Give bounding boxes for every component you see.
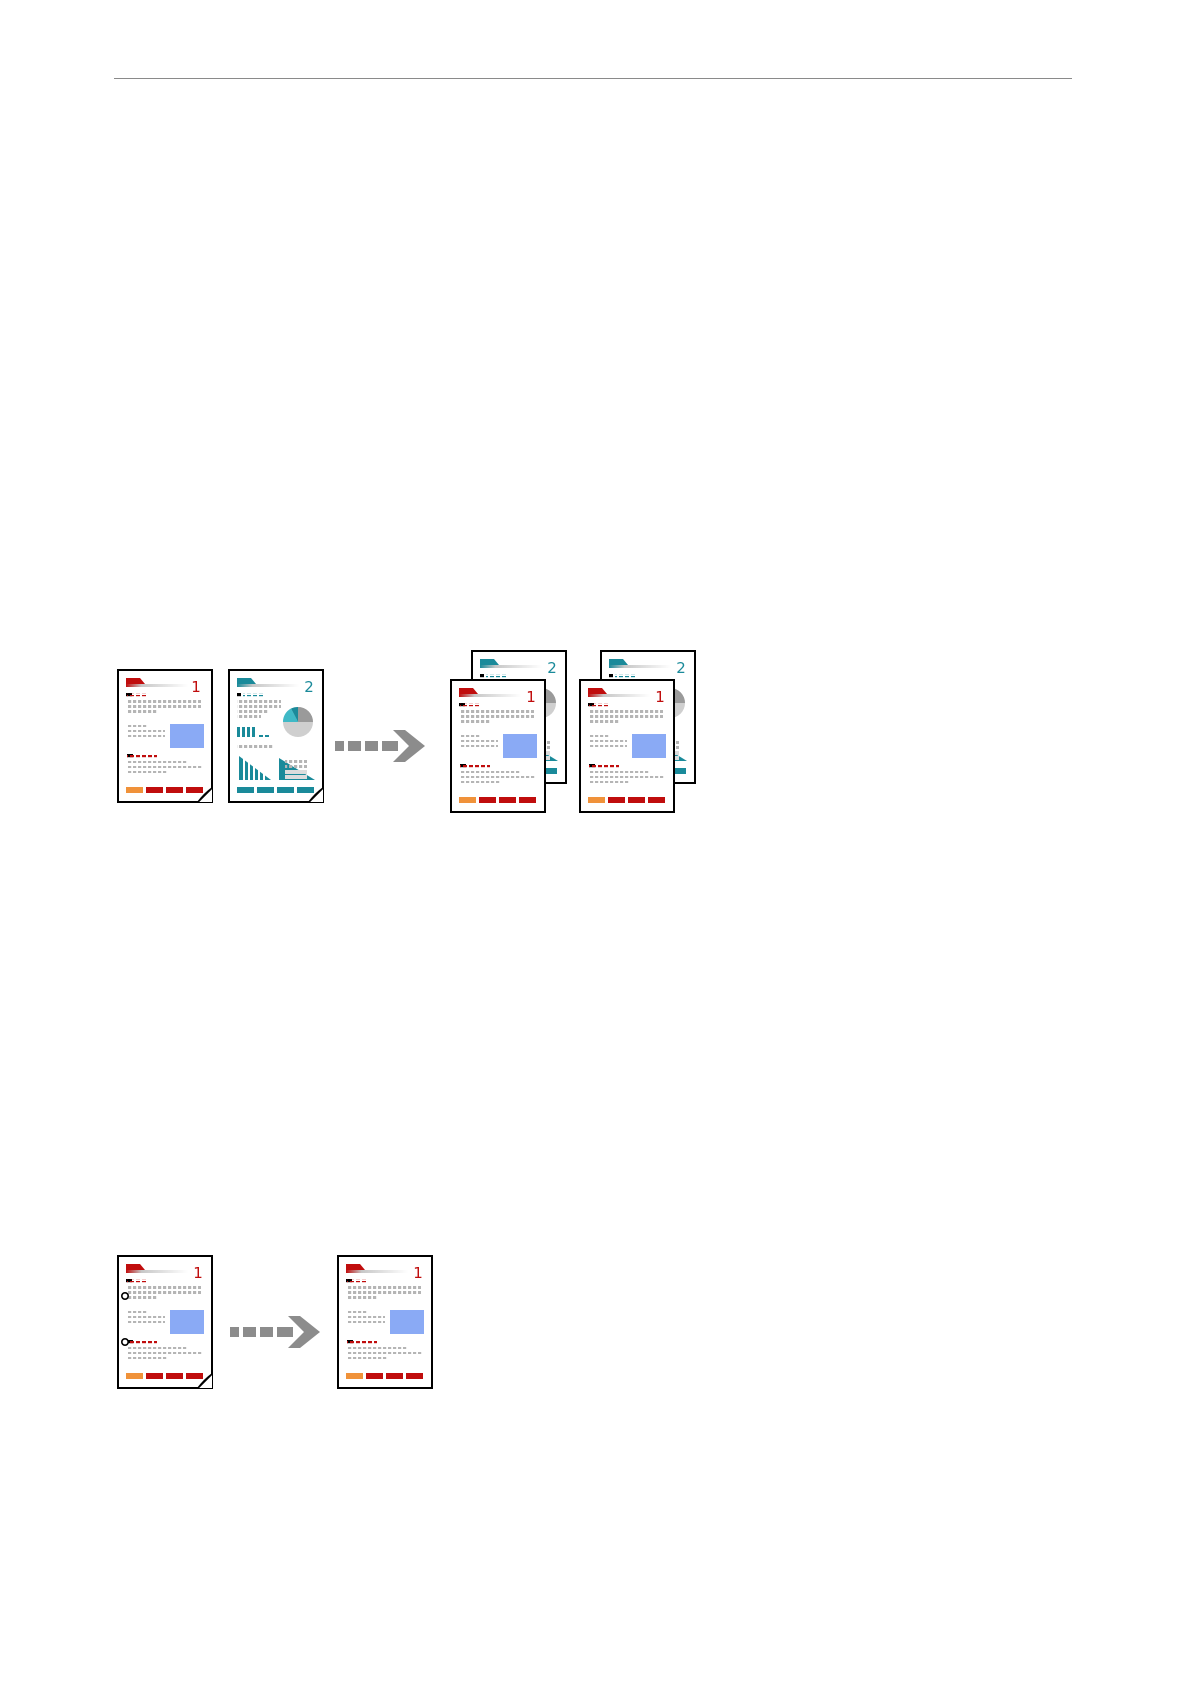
source-page-1: 1 <box>118 670 212 802</box>
punch-hole-figure: 1 1 <box>118 1256 432 1388</box>
source-page-2: 2 <box>229 670 323 802</box>
punch-hole-icon <box>122 1293 128 1299</box>
collate-figure: 1 2 2 1 2 <box>118 651 695 812</box>
page-number-label: 1 <box>526 688 536 706</box>
punch-hole-icon <box>122 1339 128 1345</box>
page-number-label: 1 <box>413 1264 423 1282</box>
page-number-label: 2 <box>676 659 686 677</box>
dashed-arrow-icon <box>230 1316 320 1348</box>
output-set-2: 2 1 <box>580 651 695 812</box>
source-page-with-holes: 1 <box>118 1256 212 1388</box>
page-number-label: 2 <box>547 659 557 677</box>
dashed-arrow-icon <box>335 730 425 762</box>
page-number-label: 1 <box>193 1264 203 1282</box>
page-number-label: 1 <box>655 688 665 706</box>
page-number-label: 2 <box>304 678 314 696</box>
page-number-label: 1 <box>191 678 201 696</box>
output-page-clean: 1 <box>338 1256 432 1388</box>
output-set-1: 2 1 <box>451 651 566 812</box>
